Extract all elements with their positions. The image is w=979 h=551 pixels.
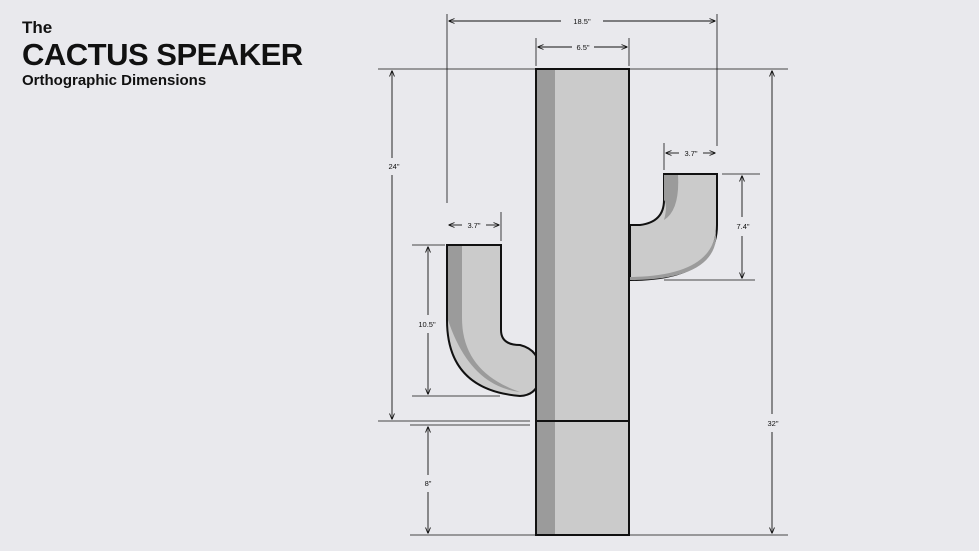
label-overall-width: 18.5": [573, 17, 591, 26]
label-upper-height: 24": [388, 162, 399, 171]
label-base-height: 8": [425, 479, 432, 488]
label-right-arm-height: 7.4": [736, 222, 749, 231]
trunk-base-shadow: [537, 422, 555, 534]
label-total-height: 32": [767, 419, 778, 428]
label-left-arm-width: 3.7": [467, 221, 480, 230]
cactus-shape: [446, 68, 718, 536]
page-subtitle: Orthographic Dimensions: [22, 72, 207, 89]
label-trunk-width: 6.5": [576, 43, 589, 52]
title-block: The CACTUS SPEAKER Orthographic Dimensio…: [22, 18, 303, 90]
label-right-arm-width: 3.7": [684, 149, 697, 158]
left-arm-shadow: [448, 246, 520, 392]
extension-lines: [378, 14, 788, 536]
dimension-labels: 18.5" 6.5" 3.7" 3.7" 7.4" 10.5" 24" 32" …: [388, 17, 778, 488]
trunk-upper-shadow: [537, 70, 555, 420]
label-left-arm-height: 10.5": [418, 320, 436, 329]
page-title: CACTUS SPEAKER: [22, 37, 303, 72]
right-arm-shadow: [630, 175, 716, 280]
title-pre: The: [22, 18, 53, 37]
dimension-lines: [392, 21, 772, 533]
